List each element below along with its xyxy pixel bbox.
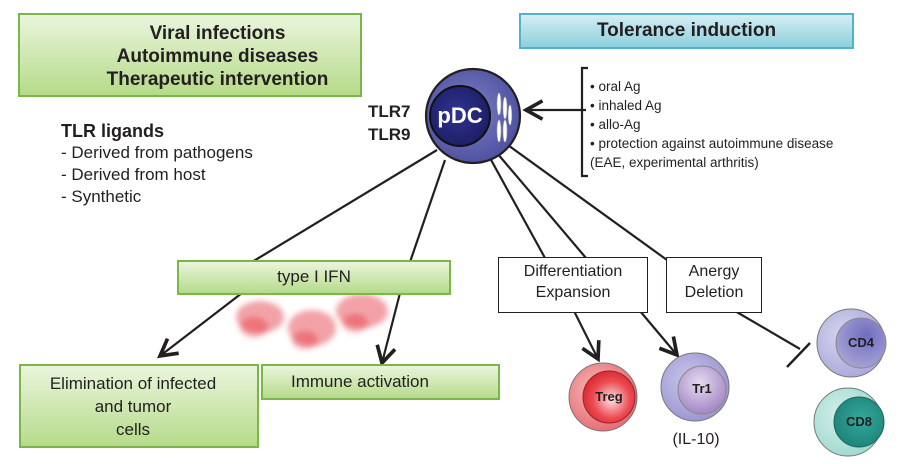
inhibition-bar xyxy=(786,342,811,368)
cd8-cell xyxy=(813,387,885,457)
tolerance-list-item: • allo-Ag xyxy=(590,117,641,132)
elimination-line: and tumor xyxy=(94,397,172,416)
treg-label: Treg xyxy=(595,389,623,404)
type1-ifn-molecules xyxy=(236,294,388,349)
tlr-ligands-section: TLR ligands - Derived from pathogens - D… xyxy=(61,120,253,208)
clinical-context-line: Viral infections xyxy=(149,23,286,44)
tolerance-induction-label: Tolerance induction xyxy=(596,20,777,41)
tolerance-list-item: (EAE, experimental arthritis) xyxy=(590,155,759,170)
elimination-box: Elimination of infected and tumor cells xyxy=(19,364,259,448)
clinical-context-line: Autoimmune diseases xyxy=(116,46,319,67)
tlr-receptor-labels: TLR7 TLR9 xyxy=(368,100,411,146)
differentiation-expansion-box: Differentiation Expansion xyxy=(498,257,648,313)
anergy-line: Anergy xyxy=(688,263,740,280)
differentiation-line: Differentiation xyxy=(523,263,623,280)
pdc-cell xyxy=(424,67,522,165)
cd4-cell xyxy=(816,308,887,378)
tolerance-list: • oral Ag • inhaled Ag • allo-Ag • prote… xyxy=(590,77,833,172)
elimination-line: cells xyxy=(115,420,150,439)
cd8-label: CD8 xyxy=(845,414,872,429)
type1-ifn-label: type I IFN xyxy=(277,267,351,286)
tr1-cell xyxy=(660,352,730,422)
arrow-ifn-to-immune-activation xyxy=(382,292,402,363)
tlr-ligand-item: - Derived from pathogens xyxy=(61,143,253,162)
tolerance-list-item: • oral Ag xyxy=(590,79,641,94)
connector-pdc-to-differentiation-1 xyxy=(489,157,546,259)
inhibition-line-anergy-to-cd4 xyxy=(734,310,801,350)
tr1-il10-note: (IL-10) xyxy=(672,431,720,448)
connector-pdc-to-anergy xyxy=(504,142,668,261)
connector-pdc-to-differentiation-2 xyxy=(496,152,587,259)
clinical-context-box: Viral infections Autoimmune diseases The… xyxy=(18,13,362,97)
tlr9-label: TLR9 xyxy=(368,125,411,144)
tlr-ligand-item: - Derived from host xyxy=(61,165,206,184)
elimination-line: Elimination of infected xyxy=(49,374,217,393)
arrow-to-tr1 xyxy=(639,310,677,355)
arrow-ifn-to-elimination xyxy=(160,292,243,356)
tolerance-bracket xyxy=(580,66,588,178)
tolerance-list-item: • protection against autoimmune disease xyxy=(590,136,834,151)
tlr-ligand-item: - Synthetic xyxy=(61,187,142,206)
immune-activation-box: Immune activation xyxy=(261,364,500,400)
clinical-context-line: Therapeutic intervention xyxy=(106,69,329,90)
tlr-ligands-title: TLR ligands xyxy=(61,121,164,141)
treg-cell xyxy=(568,362,638,432)
arrow-to-treg xyxy=(573,310,598,359)
tolerance-list-item: • inhaled Ag xyxy=(590,98,662,113)
connector-pdc-to-ifn-left xyxy=(251,149,438,263)
type1-ifn-box: type I IFN xyxy=(177,260,451,295)
tolerance-induction-box: Tolerance induction xyxy=(519,13,854,49)
cd4-label: CD4 xyxy=(847,335,874,350)
anergy-deletion-box: Anergy Deletion xyxy=(666,257,762,313)
connector-pdc-to-ifn-right xyxy=(408,159,447,263)
tr1-label: Tr1 xyxy=(692,381,712,396)
pdc-label: pDC xyxy=(437,103,483,128)
anergy-line: Deletion xyxy=(684,284,744,301)
immune-activation-label: Immune activation xyxy=(291,372,429,391)
tlr7-label: TLR7 xyxy=(368,102,411,121)
differentiation-line: Expansion xyxy=(535,284,611,301)
